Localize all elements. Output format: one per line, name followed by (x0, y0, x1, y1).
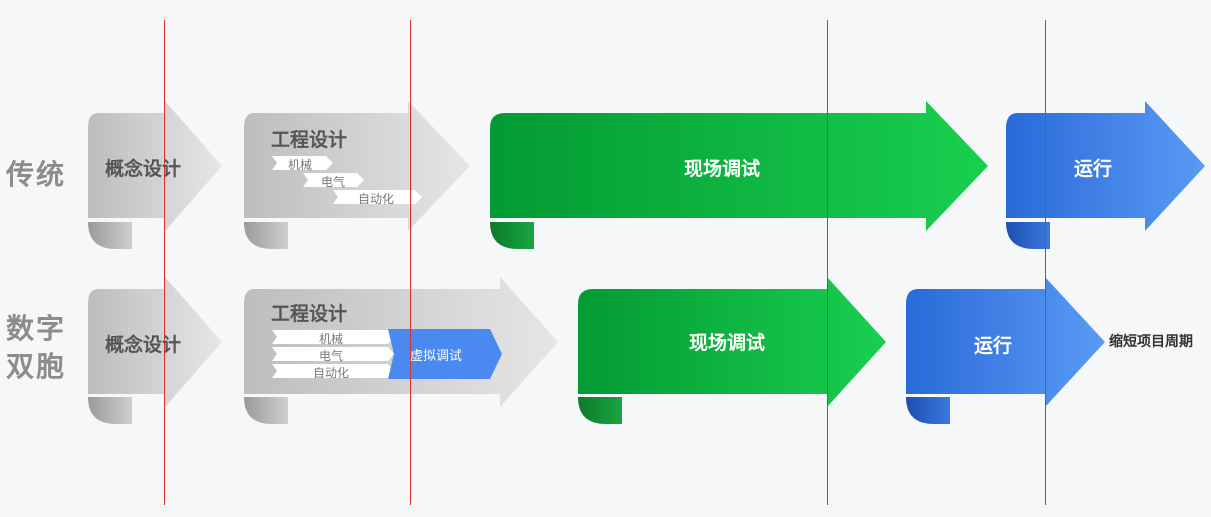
arrow-operation-traditional (1006, 101, 1205, 249)
stage-operation-traditional: 运行 (1074, 158, 1113, 180)
chevron-mechanical-digital (272, 330, 394, 344)
arrow-operation-digital (906, 277, 1105, 424)
row-label-digital-line1: 数字 (6, 312, 67, 345)
stage-commissioning-traditional: 现场调试 (684, 158, 761, 180)
arrow-concept-digital (88, 277, 222, 424)
stage-concept-digital: 概念设计 (105, 334, 182, 356)
chevron-automation-digital (272, 364, 394, 378)
subtask-mechanical-traditional: 机械 (288, 158, 313, 172)
virtual-commissioning-box (388, 329, 502, 379)
row-label-traditional: 传统 (6, 158, 67, 191)
row-label-digital-line2: 双胞 (6, 350, 67, 383)
subtask-mechanical-digital: 机械 (319, 332, 344, 346)
note-shorten-cycle: 缩短项目周期 (1109, 334, 1193, 350)
stage-commissioning-digital: 现场调试 (689, 332, 766, 354)
arrow-commissioning-digital (578, 277, 886, 424)
stage-virtual-commissioning: 虚拟调试 (410, 349, 463, 364)
stage-operation-digital: 运行 (974, 335, 1013, 357)
chevron-mechanical-traditional (272, 156, 333, 170)
subtask-electrical-digital: 电气 (319, 349, 344, 363)
stage-concept-traditional: 概念设计 (105, 158, 182, 180)
chevron-electrical-digital (272, 347, 394, 361)
chevron-electrical-traditional (303, 173, 364, 187)
stage-engineering-digital: 工程设计 (271, 303, 348, 325)
arrow-concept-traditional (88, 101, 222, 249)
chevron-automation-traditional (333, 190, 422, 204)
subtask-electrical-traditional: 电气 (321, 175, 346, 189)
arrow-commissioning-traditional (490, 101, 988, 249)
subtask-automation-digital: 自动化 (313, 366, 350, 380)
subtask-automation-traditional: 自动化 (358, 192, 395, 206)
stage-engineering-traditional: 工程设计 (271, 129, 348, 151)
